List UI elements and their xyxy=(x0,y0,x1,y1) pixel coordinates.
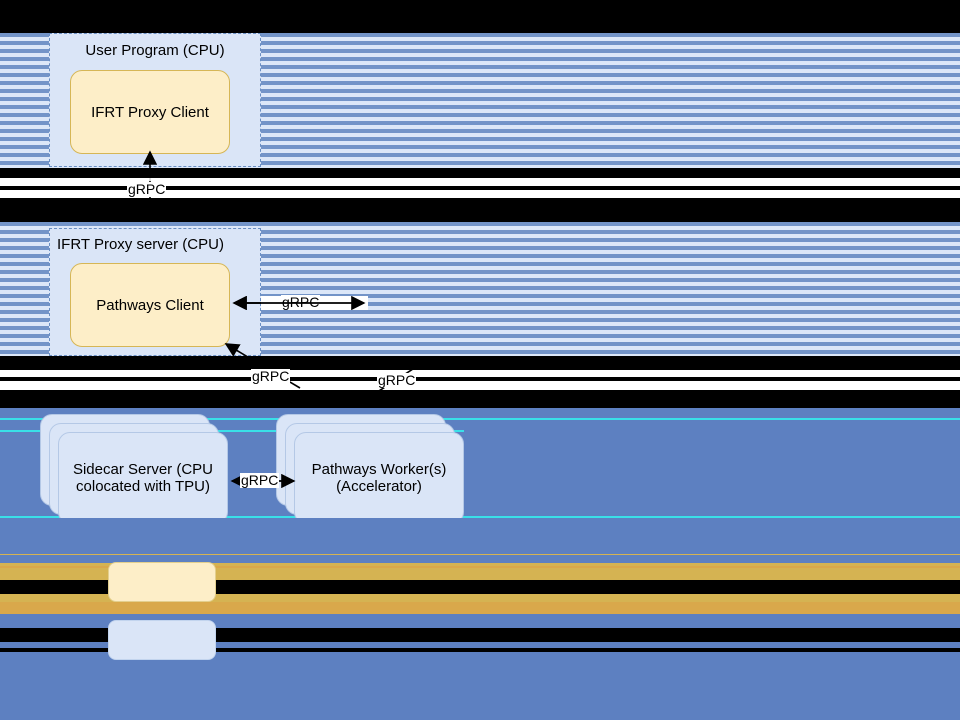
artifact-band xyxy=(0,568,960,580)
node-pathways-worker-line1: Pathways Worker(s) xyxy=(311,461,447,478)
artifact-band xyxy=(0,178,960,186)
artifact-overlay-band xyxy=(0,390,960,408)
artifact-band xyxy=(0,566,960,568)
artifact-overlay-band xyxy=(0,580,108,594)
artifact-overlay-band xyxy=(0,356,960,364)
artifact-overlay-band xyxy=(0,0,960,33)
artifact-overlay-band xyxy=(216,594,960,602)
artifact-overlay-band xyxy=(0,648,108,652)
artifact-band xyxy=(0,370,960,377)
legend-swatch-blue xyxy=(108,620,216,660)
artifact-overlay-band xyxy=(0,178,960,181)
artifact-overlay-cyan xyxy=(464,516,960,518)
artifact-overlay-band xyxy=(0,614,960,620)
node-pathways-client[interactable]: Pathways Client xyxy=(70,263,230,347)
node-sidecar-server-line2: colocated with TPU) xyxy=(76,478,210,495)
edge-label-proxy-to-client: gRPC xyxy=(127,181,167,198)
node-sidecar-server[interactable]: Sidecar Server (CPU colocated with TPU) xyxy=(58,432,228,524)
artifact-overlay-band xyxy=(0,554,960,555)
artifact-overlay-band xyxy=(216,602,960,614)
artifact-overlay-band xyxy=(0,660,960,720)
edge-label-sidecar-worker: gRPC xyxy=(240,472,280,489)
artifact-overlay-band xyxy=(216,648,960,652)
artifact-overlay-band xyxy=(216,580,960,594)
node-pathways-worker[interactable]: Pathways Worker(s) (Accelerator) xyxy=(294,432,464,524)
artifact-overlay-right-lower xyxy=(464,408,960,520)
node-ifrt-proxy-client[interactable]: IFRT Proxy Client xyxy=(70,70,230,154)
artifact-overlay-band xyxy=(0,594,108,602)
node-pathways-worker-line2: (Accelerator) xyxy=(336,478,422,495)
artifact-stripe-overlay-mid xyxy=(530,222,960,356)
edge-label-client-resourcemanager-overlay: gRPC xyxy=(281,294,321,311)
artifact-band xyxy=(0,186,960,190)
artifact-band xyxy=(0,381,960,390)
artifact-overlay-band xyxy=(0,198,960,222)
artifact-band xyxy=(0,563,960,566)
artifact-band xyxy=(0,377,960,381)
edge-label-worker-to-resourcemanager: gRPC xyxy=(377,372,417,389)
artifact-stripe-overlay-right xyxy=(261,33,960,168)
node-sidecar-server-line1: Sidecar Server (CPU xyxy=(72,461,214,478)
artifact-overlay-cyan xyxy=(464,418,960,420)
artifact-overlay-band xyxy=(0,642,108,648)
group-user-program-title: User Program (CPU) xyxy=(85,42,225,59)
artifact-overlay-band xyxy=(0,628,108,642)
artifact-overlay-band xyxy=(216,628,960,642)
edge-label-sidecar-to-client: gRPC xyxy=(251,368,291,385)
artifact-overlay-band xyxy=(0,555,960,562)
artifact-overlay-band xyxy=(0,518,960,554)
legend-swatch-yellow xyxy=(108,562,216,602)
artifact-band xyxy=(0,190,960,198)
artifact-overlay-band xyxy=(0,602,108,614)
artifact-overlay-band xyxy=(0,168,960,178)
group-ifrt-proxy-server-title: IFRT Proxy server (CPU) xyxy=(57,236,224,253)
artifact-overlay-band xyxy=(216,642,960,648)
